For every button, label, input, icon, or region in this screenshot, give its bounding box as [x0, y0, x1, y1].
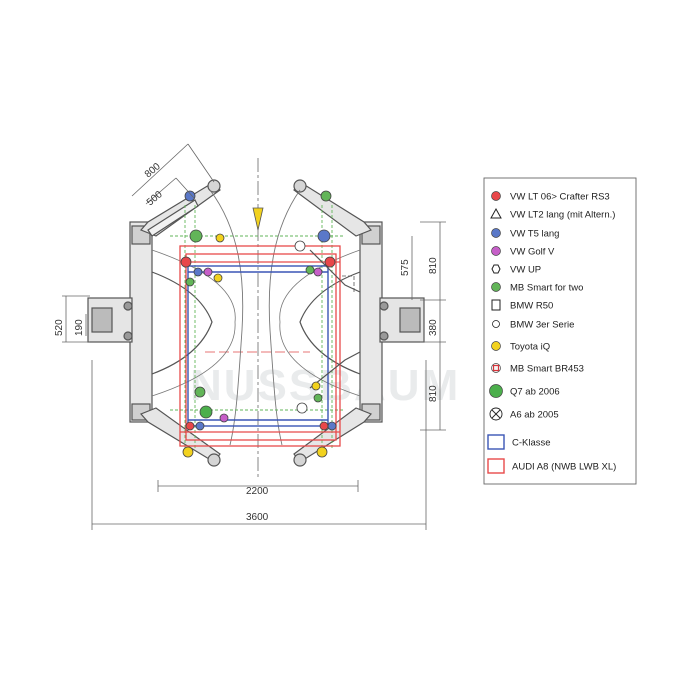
- arms: [139, 179, 373, 467]
- legend-row: MB Smart for two: [491, 282, 583, 294]
- legend-symbol-icon: [491, 191, 501, 201]
- legend-items: VW LT 06> Crafter RS3 VW LT2 lang (mit Al…: [487, 191, 616, 474]
- vehicle-outline: [209, 189, 244, 446]
- right-column: [279, 221, 425, 423]
- legend-row: VW UP: [491, 264, 541, 276]
- legend-symbol-icon: [491, 299, 501, 311]
- audi-a8-frame: [179, 245, 341, 447]
- legend-symbol-icon: [491, 246, 501, 256]
- dim-right-top-inner: 575: [400, 259, 411, 276]
- arm-link-bottom-right: [309, 351, 361, 389]
- legend-label: VW UP: [510, 265, 541, 276]
- legend-label: VW LT2 lang (mit Altern.): [510, 210, 615, 221]
- legend-row: BMW R50: [491, 299, 553, 312]
- watermark-logo: NUSSBAUM: [190, 361, 460, 410]
- legend-row: VW LT 06> Crafter RS3: [491, 191, 610, 203]
- dim-width-inner: 2200: [246, 486, 269, 497]
- dimension-lines: [62, 143, 446, 530]
- legend-label: Toyota iQ: [510, 342, 550, 353]
- pickup-markers: [180, 190, 337, 458]
- legend-symbol-icon: [487, 434, 505, 450]
- legend-label: A6 ab 2005: [510, 410, 559, 421]
- legend-symbol-icon: [490, 207, 502, 219]
- dim-left-outer: 520: [54, 319, 65, 336]
- arm-top-right: [293, 181, 373, 237]
- legend-box: [483, 177, 637, 485]
- lift-drawing: [87, 158, 425, 480]
- legend-label: VW Golf V: [510, 247, 555, 258]
- legend-label: VW LT 06> Crafter RS3: [510, 192, 610, 203]
- legend-row: MB Smart BR453: [491, 363, 584, 375]
- legend-row: Toyota iQ: [491, 341, 550, 353]
- legend-row: VW LT2 lang (mit Altern.): [490, 207, 615, 221]
- arm-top-left-ext: [147, 199, 199, 237]
- dim-right-top-outer: 810: [428, 257, 439, 274]
- legend-row: A6 ab 2005: [489, 407, 559, 421]
- legend-row: AUDI A8 (NWB LWB XL): [487, 458, 616, 474]
- legend-row: C-Klasse: [487, 434, 551, 450]
- legend-label: BMW R50: [510, 301, 553, 312]
- legend-row: BMW 3er Serie: [492, 320, 574, 331]
- dim-right-middle: 380: [428, 319, 439, 336]
- legend-symbol-icon: [491, 264, 501, 274]
- legend-symbol-icon: [492, 320, 500, 328]
- arm-bottom-right: [293, 407, 373, 463]
- legend-label: MB Smart BR453: [510, 364, 584, 375]
- legend-label: Q7 ab 2006: [510, 387, 560, 398]
- dim-width-outer: 3600: [246, 512, 269, 523]
- legend-symbol-icon: [491, 282, 501, 292]
- centre-arrow: [252, 207, 264, 231]
- dim-arm-outer: 800: [143, 161, 163, 180]
- legend-label: AUDI A8 (NWB LWB XL): [512, 462, 616, 473]
- legend-symbol-icon: [489, 407, 503, 421]
- dim-arm-inner: 500: [145, 189, 165, 208]
- legend-symbol-icon: [489, 384, 503, 398]
- legend-row: VW T5 lang: [491, 228, 559, 240]
- legend-row: Q7 ab 2006: [489, 384, 560, 398]
- legend-label: VW T5 lang: [510, 229, 559, 240]
- dim-right-bottom: 810: [428, 385, 439, 402]
- legend-label: BMW 3er Serie: [510, 320, 574, 331]
- legend-row: VW Golf V: [491, 246, 555, 258]
- legend-label: C-Klasse: [512, 438, 551, 449]
- legend-label: MB Smart for two: [510, 283, 583, 294]
- arm-link-top-right: [309, 249, 361, 293]
- legend-symbol-icon: [491, 228, 501, 238]
- dim-left-inner: 190: [74, 319, 85, 336]
- legend-symbol-icon: [491, 341, 501, 351]
- legend-symbol-icon: [491, 363, 501, 373]
- legend: VW LT 06> Crafter RS3 VW LT2 lang (mit Al…: [483, 177, 637, 485]
- legend-symbol-icon: [487, 458, 505, 474]
